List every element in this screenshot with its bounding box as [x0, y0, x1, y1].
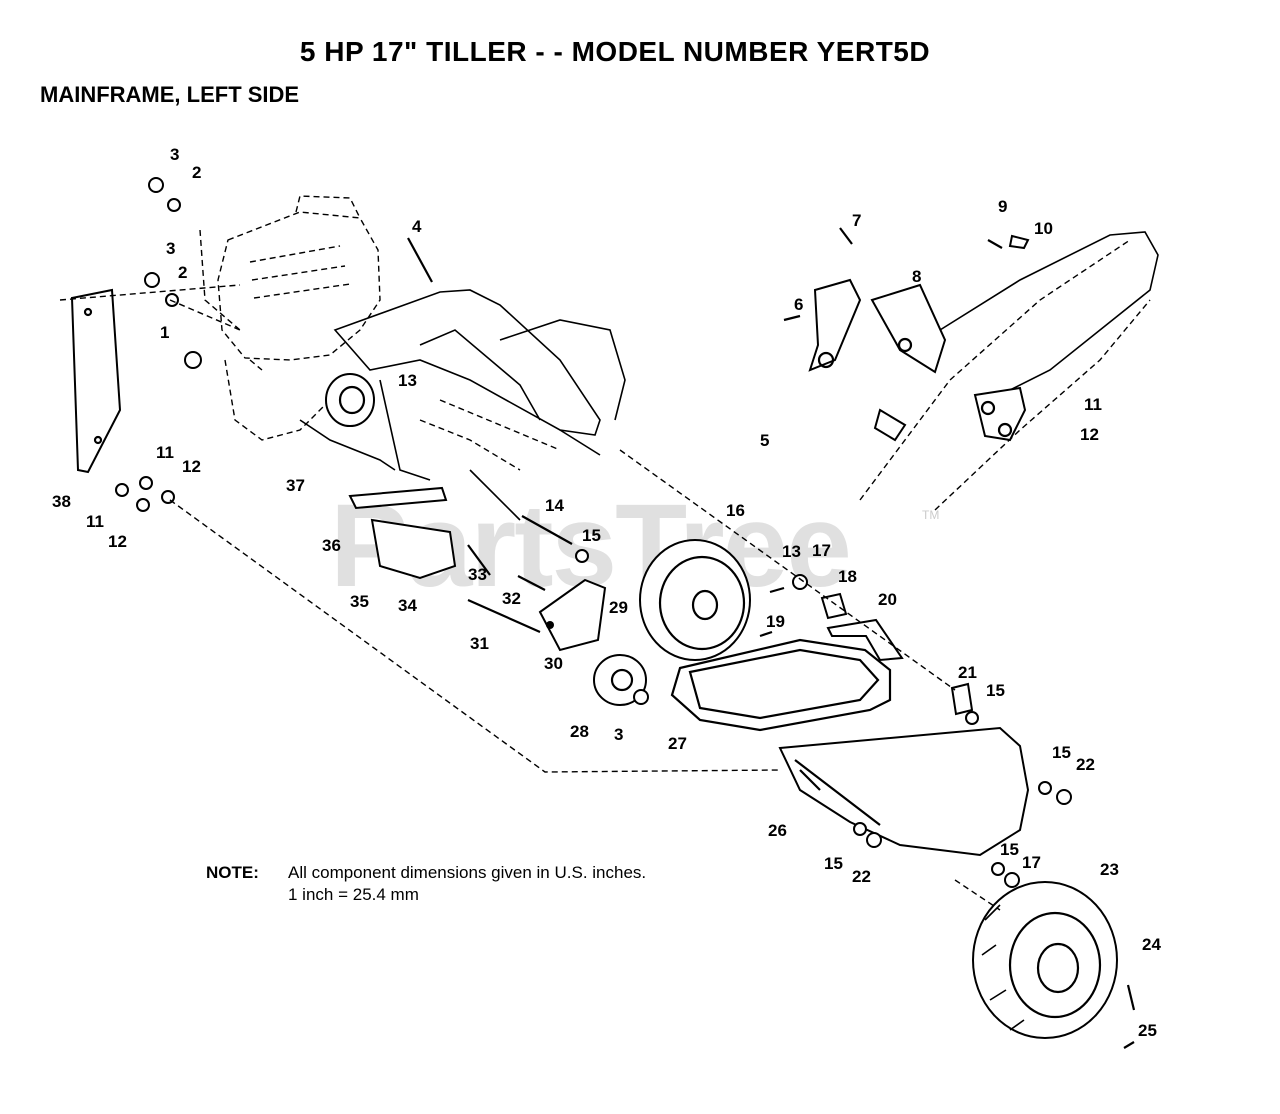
callout: 15: [1052, 743, 1071, 762]
callout: 7: [852, 211, 861, 230]
callout: 1: [160, 323, 169, 342]
engine-drawing: [199, 195, 381, 441]
callout: 2: [192, 163, 201, 182]
callout: 27: [668, 734, 687, 753]
callout: 20: [878, 590, 897, 609]
belt-27: [670, 638, 892, 732]
pulley-16: [639, 539, 751, 661]
hardware-nuts-washers: [115, 177, 1136, 1049]
callout-labels: 3 2 3 2 4 1 13 37 38 11 12 11 12 36 35 3…: [52, 145, 1161, 1040]
diagram-title: 5 HP 17" TILLER - - MODEL NUMBER YERT5D: [299, 36, 931, 67]
callout: 16: [726, 501, 745, 520]
callout: 17: [812, 541, 831, 560]
callout: 35: [350, 592, 369, 611]
callout: 8: [912, 267, 921, 286]
callout: 15: [1000, 840, 1019, 859]
callout: 34: [398, 596, 417, 615]
callout: 6: [794, 295, 803, 314]
rods-and-bolts: [407, 237, 573, 634]
callout: 24: [1142, 935, 1161, 954]
note-line-1: All component dimensions given in U.S. i…: [288, 863, 647, 882]
callout: 21: [958, 663, 977, 682]
callout: 10: [1034, 219, 1053, 238]
callout: 13: [398, 371, 417, 390]
callout: 15: [824, 854, 843, 873]
callout: 11: [86, 512, 104, 531]
mainframe-drawing: [299, 289, 626, 521]
callout: 2: [178, 263, 187, 282]
callout: 31: [470, 634, 489, 653]
tine-shield: [859, 231, 1159, 511]
diagram-subtitle: MAINFRAME, LEFT SIDE: [40, 82, 300, 107]
idler-bracket-29: [538, 578, 607, 652]
callout: 19: [766, 612, 785, 631]
bracket-36: [348, 486, 448, 510]
callout: 4: [412, 217, 422, 236]
callout: 15: [986, 681, 1005, 700]
belt-guard-26: [778, 726, 1030, 857]
callout: 38: [52, 492, 71, 511]
callout: 18: [838, 567, 857, 586]
callout: 17: [1022, 853, 1041, 872]
trademark-mark: TM: [922, 508, 940, 522]
callout: 22: [852, 867, 871, 886]
callout: 3: [166, 239, 175, 258]
callout: 11: [1084, 395, 1102, 414]
callout: 15: [582, 526, 601, 545]
callout: 3: [170, 145, 179, 164]
depth-bracket-6-8: [783, 278, 947, 442]
callout: 12: [1080, 425, 1099, 444]
callout: 14: [545, 496, 564, 515]
callout: 26: [768, 821, 787, 840]
callout: 22: [1076, 755, 1095, 774]
idler-pulley-28: [593, 654, 647, 706]
callout: 36: [322, 536, 341, 555]
callout: 13: [782, 542, 801, 561]
callout: 32: [502, 589, 521, 608]
pulley-37: [325, 373, 375, 427]
callout: 11: [156, 443, 174, 462]
callout: 12: [182, 457, 201, 476]
bracket-20: [826, 618, 904, 662]
callout: 37: [286, 476, 305, 495]
callout: 33: [468, 565, 487, 584]
leader-lines: [59, 284, 1001, 911]
callout: 9: [998, 197, 1007, 216]
dimensions-note: NOTE: All component dimensions given in U…: [206, 862, 646, 906]
wheel-23: [972, 881, 1118, 1039]
callout: 28: [570, 722, 589, 741]
callout: 23: [1100, 860, 1119, 879]
note-label: NOTE:: [206, 863, 259, 882]
bracket-38: [70, 288, 122, 474]
callout: 29: [609, 598, 628, 617]
callout: 3: [614, 725, 623, 744]
callout: 25: [1138, 1021, 1157, 1040]
cover-34: [370, 518, 457, 580]
bracket-11-12: [973, 386, 1027, 442]
note-line-2: 1 inch = 25.4 mm: [288, 885, 419, 904]
callout: 12: [108, 532, 127, 551]
callout: 5: [760, 431, 769, 450]
callout: 30: [544, 654, 563, 673]
